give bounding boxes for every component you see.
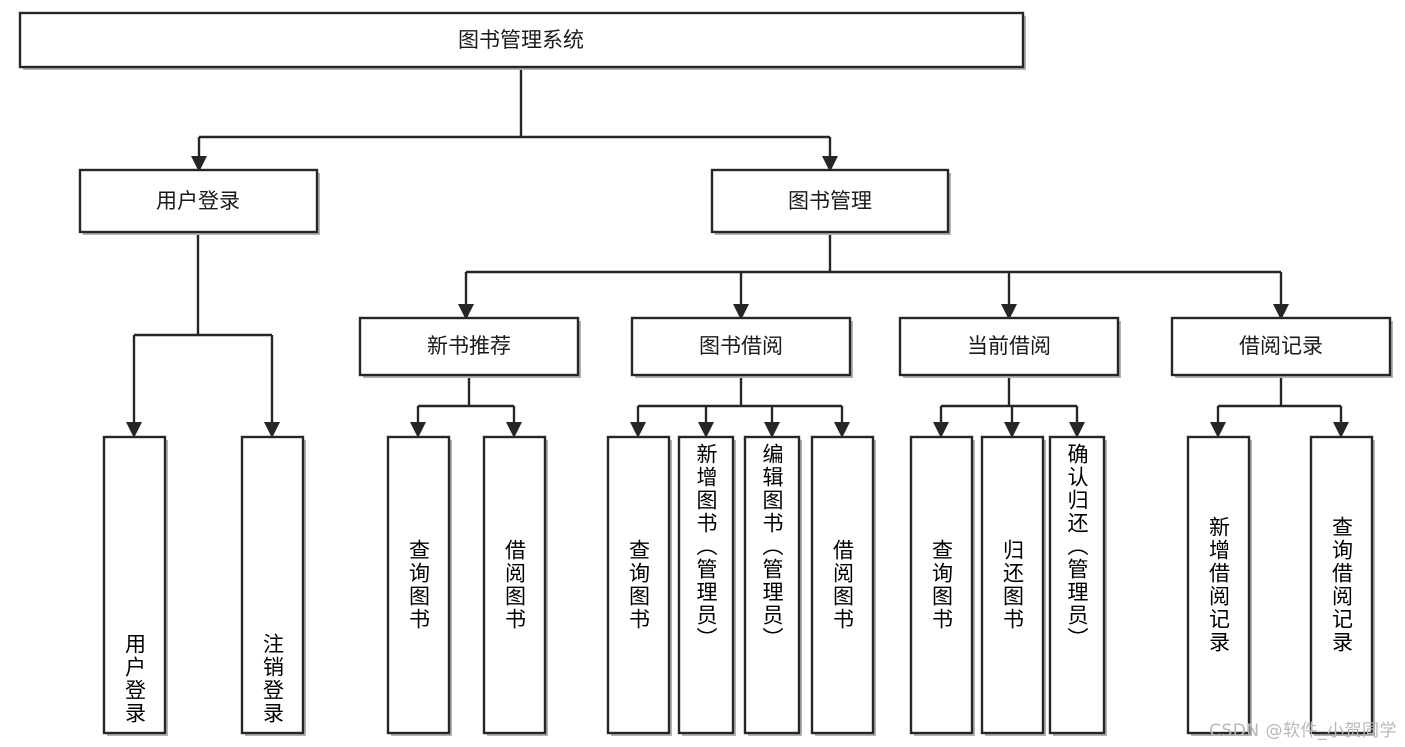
node-user-login-label: 用户登录 bbox=[156, 189, 240, 213]
node-leaf-5[interactable] bbox=[606, 435, 672, 736]
node-new-book-rec-box bbox=[358, 316, 580, 377]
node-leaf-5-box bbox=[606, 435, 671, 735]
connector-layer bbox=[126, 67, 1349, 438]
node-root[interactable]: 图书管理系统 bbox=[18, 11, 1026, 70]
node-leaf-1-label: 用户登录 bbox=[122, 633, 147, 725]
node-leaf-8-label: 借阅图书 bbox=[830, 539, 855, 631]
node-leaf-13-box bbox=[1309, 435, 1374, 735]
node-leaf-1-label-wrap: 用户登录 bbox=[104, 437, 165, 733]
node-leaf-1[interactable] bbox=[102, 435, 168, 736]
arrow-leaf-11 bbox=[1069, 422, 1085, 438]
node-leaf-6[interactable] bbox=[677, 435, 736, 736]
node-borrow-record[interactable]: 借阅记录 bbox=[1170, 316, 1393, 378]
node-leaf-4-label-wrap: 借阅图书 bbox=[484, 437, 545, 733]
arrow-leaf-10 bbox=[1004, 422, 1020, 438]
arrow-book-manage bbox=[822, 156, 838, 172]
node-leaf-2-label-wrap: 注销登录 bbox=[242, 437, 303, 733]
arrow-user-login bbox=[191, 156, 207, 172]
node-leaf-9-label: 查询图书 bbox=[929, 539, 954, 631]
node-leaf-2-label: 注销登录 bbox=[260, 633, 285, 725]
node-leaf-3[interactable] bbox=[386, 435, 452, 736]
node-leaf-8-box bbox=[810, 435, 875, 735]
node-leaf-10-label-wrap: 归还图书 bbox=[982, 437, 1043, 733]
node-leaf-7-label-wrap: 编辑图书（管理员） bbox=[745, 437, 799, 733]
arrow-leaf-7 bbox=[764, 422, 780, 438]
node-borrow-record-label: 借阅记录 bbox=[1239, 334, 1323, 358]
arrow-leaf-1 bbox=[126, 422, 142, 438]
node-leaf-9-box bbox=[909, 435, 974, 735]
arrow-leaf-3 bbox=[410, 422, 426, 438]
arrow-book-borrow bbox=[733, 304, 749, 320]
node-leaf-4-label: 借阅图书 bbox=[502, 539, 527, 631]
node-user-login[interactable]: 用户登录 bbox=[78, 168, 320, 235]
node-leaf-5-label-wrap: 查询图书 bbox=[608, 437, 669, 733]
node-leaf-3-box bbox=[386, 435, 451, 735]
node-leaf-6-box bbox=[677, 435, 735, 735]
leaf-box-layer bbox=[102, 435, 1375, 736]
node-book-borrow-box bbox=[630, 316, 852, 377]
node-leaf-13-label-wrap: 查询借阅记录 bbox=[1311, 437, 1372, 733]
arrow-leaf-5 bbox=[630, 422, 646, 438]
node-leaf-4-box bbox=[482, 435, 547, 735]
node-leaf-11-label: 确认归还（管理员） bbox=[1065, 443, 1089, 650]
node-leaf-13[interactable] bbox=[1309, 435, 1375, 736]
node-leaf-3-label-wrap: 查询图书 bbox=[388, 437, 449, 733]
node-leaf-7-label: 编辑图书（管理员） bbox=[760, 443, 784, 650]
node-user-login-box bbox=[78, 168, 319, 234]
node-leaf-3-label: 查询图书 bbox=[406, 539, 431, 631]
arrow-leaf-13 bbox=[1333, 422, 1349, 438]
node-root-label: 图书管理系统 bbox=[458, 28, 584, 52]
node-leaf-12-label: 新增借阅记录 bbox=[1206, 516, 1231, 654]
node-leaf-2[interactable] bbox=[240, 435, 306, 736]
node-book-manage-label: 图书管理 bbox=[788, 189, 872, 213]
arrow-leaf-9 bbox=[933, 422, 949, 438]
node-leaf-11[interactable] bbox=[1048, 435, 1107, 736]
node-new-book-rec[interactable]: 新书推荐 bbox=[358, 316, 581, 378]
node-leaf-7[interactable] bbox=[743, 435, 802, 736]
node-leaf-10[interactable] bbox=[980, 435, 1046, 736]
node-leaf-8[interactable] bbox=[810, 435, 876, 736]
arrow-current-borrow bbox=[1001, 304, 1017, 320]
node-leaf-9-label-wrap: 查询图书 bbox=[911, 437, 972, 733]
node-leaf-10-label: 归还图书 bbox=[1000, 539, 1025, 631]
node-borrow-record-box bbox=[1170, 316, 1392, 377]
node-leaf-8-label-wrap: 借阅图书 bbox=[812, 437, 873, 733]
arrow-leaf-4 bbox=[506, 422, 522, 438]
node-new-book-rec-label: 新书推荐 bbox=[427, 334, 511, 358]
arrow-leaf-6 bbox=[698, 422, 714, 438]
node-current-borrow[interactable]: 当前借阅 bbox=[898, 316, 1121, 378]
node-leaf-11-label-wrap: 确认归还（管理员） bbox=[1050, 437, 1104, 733]
node-leaf-1-box bbox=[102, 435, 167, 735]
node-leaf-5-label: 查询图书 bbox=[626, 539, 651, 631]
node-book-borrow-label: 图书借阅 bbox=[699, 334, 783, 358]
node-leaf-12[interactable] bbox=[1186, 435, 1252, 736]
node-leaf-7-box bbox=[743, 435, 801, 735]
node-leaf-2-box bbox=[240, 435, 305, 735]
node-leaf-13-label: 查询借阅记录 bbox=[1329, 516, 1354, 654]
node-book-manage-box bbox=[710, 168, 950, 234]
node-leaf-12-box bbox=[1186, 435, 1251, 735]
arrow-leaf-8 bbox=[834, 422, 850, 438]
node-current-borrow-box bbox=[898, 316, 1120, 377]
node-root-box bbox=[18, 11, 1025, 69]
node-book-borrow[interactable]: 图书借阅 bbox=[630, 316, 853, 378]
arrow-leaf-2 bbox=[264, 422, 280, 438]
node-leaf-4[interactable] bbox=[482, 435, 548, 736]
arrow-new-book-rec bbox=[458, 304, 474, 320]
arrow-leaf-12 bbox=[1210, 422, 1226, 438]
node-leaf-6-label-wrap: 新增图书（管理员） bbox=[679, 437, 733, 733]
node-leaf-11-box bbox=[1048, 435, 1106, 735]
node-leaf-6-label: 新增图书（管理员） bbox=[694, 443, 718, 650]
node-leaf-10-box bbox=[980, 435, 1045, 735]
node-book-manage[interactable]: 图书管理 bbox=[710, 168, 951, 235]
node-leaf-9[interactable] bbox=[909, 435, 975, 736]
node-current-borrow-label: 当前借阅 bbox=[967, 334, 1051, 358]
arrow-borrow-record bbox=[1273, 304, 1289, 320]
node-leaf-12-label-wrap: 新增借阅记录 bbox=[1188, 437, 1249, 733]
